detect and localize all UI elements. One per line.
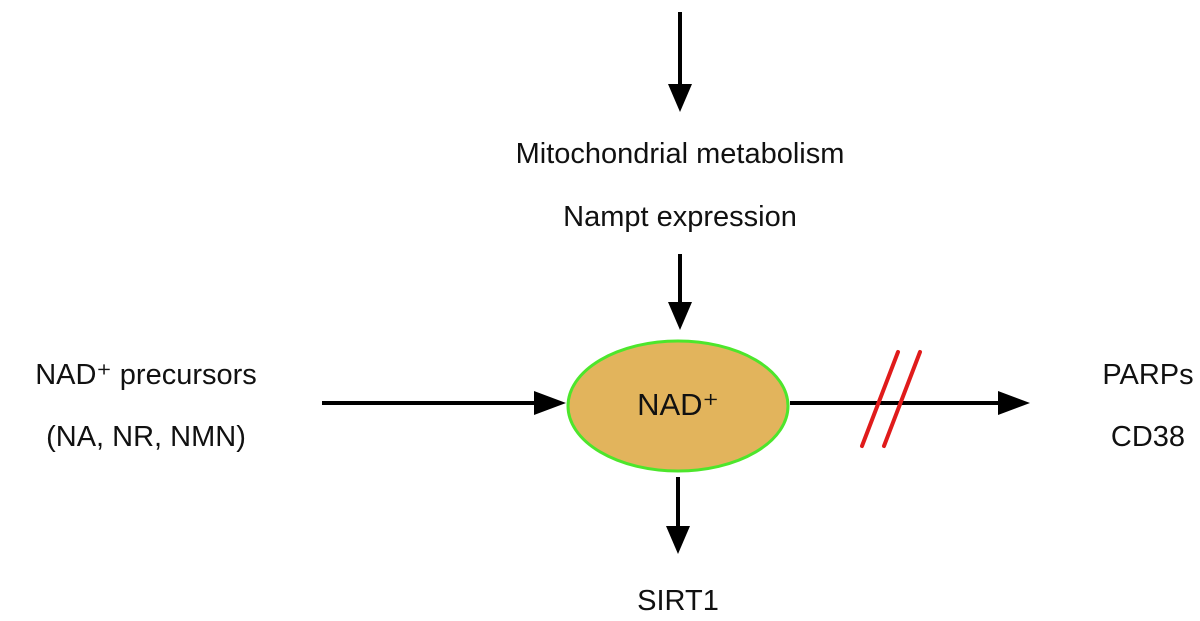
nad-node-ellipse xyxy=(566,339,790,473)
top-arrow-head-icon xyxy=(668,84,692,112)
bottom-label-sirt1: SIRT1 xyxy=(637,585,719,617)
nad-to-parps-arrow-head-icon xyxy=(998,391,1030,415)
top-label-nampt-expression: Nampt expression xyxy=(563,201,797,233)
top-label-mitochondrial-metabolism: Mitochondrial metabolism xyxy=(515,138,845,170)
left-label-precursor-list: (NA, NR, NMN) xyxy=(46,421,246,453)
nampt-to-nad-arrow-head-icon xyxy=(668,302,692,330)
right-label-cd38: CD38 xyxy=(1110,421,1186,453)
precursors-to-nad-arrow-head-icon xyxy=(534,391,566,415)
nad-node-label: NAD⁺ xyxy=(637,387,719,422)
nad-to-sirt1-arrow-head-icon xyxy=(666,526,690,554)
inhibition-slash-icon xyxy=(860,350,900,448)
inhibition-slash-icon xyxy=(882,350,922,448)
right-label-parps: PARPs xyxy=(1102,359,1194,391)
left-label-nad-precursors: NAD⁺ precursors xyxy=(35,359,257,391)
